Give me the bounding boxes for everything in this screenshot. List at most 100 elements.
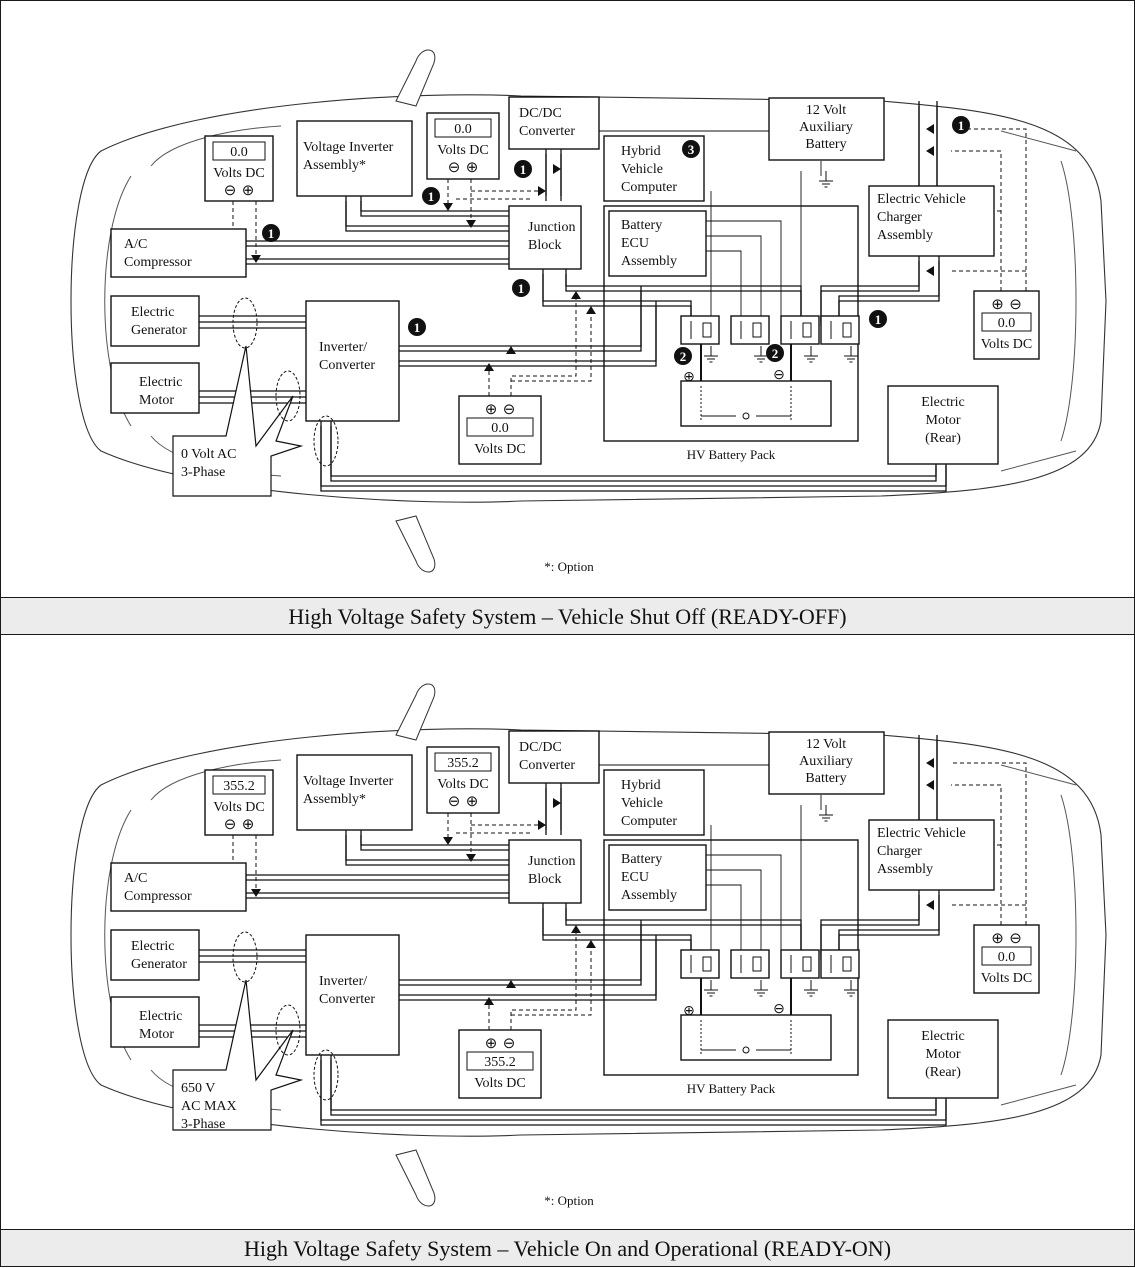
meter-probe-icon: ⊕ (242, 183, 255, 199)
ev-charger-box (868, 185, 995, 257)
rear-motor-label: Electric (921, 395, 965, 410)
inverter-converter-box (305, 300, 400, 422)
arrow-up (484, 997, 494, 1005)
arrow-left (926, 758, 934, 768)
mirror-right (395, 515, 436, 573)
signal-line (706, 220, 782, 321)
electric-motor-label: Motor (139, 393, 174, 408)
signal-line (706, 854, 782, 955)
arrow-down (443, 203, 453, 211)
battery-ecu-box (608, 210, 707, 277)
callout-number: 3 (688, 142, 695, 157)
callout-badge (408, 318, 426, 336)
relay-box (680, 315, 720, 345)
phase-label-callout (172, 979, 304, 1131)
battery-ecu-box (608, 844, 707, 911)
ev-charger-label: Charger (877, 210, 922, 225)
callout-number: 1 (268, 226, 275, 241)
option-footnote: *: Option (544, 1193, 594, 1208)
voltmeter-value-center_top: 355.2 (447, 756, 479, 771)
bus-voltage-inverter (360, 201, 509, 217)
relay-box (820, 949, 860, 979)
meter-probe-icon: ⊕ (242, 817, 255, 833)
bus-charger-pack (838, 261, 940, 326)
phase-highlight (313, 415, 339, 467)
ac-compressor-box (110, 228, 247, 278)
callout-badge (674, 347, 692, 365)
bus-rear-motor (330, 1060, 937, 1116)
arrow-down (251, 889, 261, 897)
hybrid-computer-label: Vehicle (621, 796, 663, 811)
inverter-converter-label: Inverter/ (319, 974, 367, 989)
aux-battery-label: Battery (805, 137, 846, 152)
rear-motor-box (887, 385, 999, 465)
voltmeter-value-right: 0.0 (998, 950, 1016, 965)
bus-voltage-inverter (345, 835, 509, 866)
voltmeter-unit-right: Volts DC (981, 337, 1032, 352)
bus-rear-motor (320, 1060, 947, 1126)
callout-badge (514, 160, 532, 178)
relay-coil (842, 956, 852, 972)
meter-probe-icon: ⊖ (224, 817, 237, 833)
meter-probe-icon: ⊕ (991, 297, 1004, 313)
bus-charger-pack (820, 261, 920, 326)
arrow-down (466, 220, 476, 228)
signal-line (706, 884, 742, 955)
callout-number: 1 (958, 118, 965, 133)
dcdc-converter-label: Converter (519, 758, 575, 773)
meter-probe-icon: ⊕ (466, 794, 479, 810)
hybrid-computer-box (603, 769, 705, 836)
callout-badge (952, 116, 970, 134)
callout-number: 1 (520, 162, 527, 177)
arrow-up (571, 291, 581, 299)
phase-label-callout (172, 345, 304, 497)
phase-label-text: 3-Phase (181, 1117, 225, 1132)
junction-block-box (508, 205, 582, 270)
callout-number: 2 (680, 349, 687, 364)
arrow-left (926, 124, 934, 134)
car-rear-line (1000, 130, 1077, 152)
battery-ecu-label: Battery (621, 852, 662, 867)
voltmeter-value-bottom: 0.0 (491, 421, 509, 436)
arrow-up (506, 346, 516, 354)
relay-coil (752, 322, 762, 338)
ac-compressor-label: A/C (124, 871, 147, 886)
rear-motor-label: Motor (926, 1047, 961, 1062)
voltage-inverter-label: Assembly* (303, 792, 366, 807)
dcdc-converter-box (508, 730, 600, 784)
caption-ready-off: High Voltage Safety System – Vehicle Shu… (0, 597, 1135, 635)
ev-charger-label: Electric Vehicle (877, 192, 966, 207)
electric-generator-box (110, 295, 200, 347)
bus-inverter (399, 925, 642, 986)
voltage-inverter-label: Voltage Inverter (303, 140, 394, 155)
meter-probe-icon: ⊕ (991, 931, 1004, 947)
service-plug (742, 412, 750, 420)
dcdc-converter-label: Converter (519, 124, 575, 139)
meter-probe-icon: ⊕ (466, 160, 479, 176)
voltmeter-unit-center_top: Volts DC (437, 143, 488, 158)
hybrid-computer-label: Computer (621, 814, 677, 829)
junction-block-box (508, 839, 582, 904)
signal-line (706, 235, 762, 321)
arrow-right (538, 820, 546, 830)
phase-highlight (232, 931, 258, 983)
voltmeter-display-right (981, 946, 1032, 966)
meter-probe-icon: ⊕ (485, 1036, 498, 1052)
inverter-converter-box (305, 934, 400, 1056)
aux-battery-label: 12 Volt (806, 737, 846, 752)
voltmeter-display-left (212, 775, 266, 795)
ev-charger-label: Assembly (877, 228, 933, 243)
car-body-outline (70, 728, 1107, 1137)
ev-charger-label: Charger (877, 844, 922, 859)
relay-coil (702, 322, 712, 338)
arrow-up (484, 363, 494, 371)
voltmeter-unit-bottom: Volts DC (474, 442, 525, 457)
arrow-down (466, 854, 476, 862)
dcdc-converter-label: DC/DC (519, 106, 562, 121)
meter-probe-icon: ⊕ (485, 402, 498, 418)
relay-coil (842, 322, 852, 338)
ac-compressor-label: A/C (124, 237, 147, 252)
phase-label-text: 3-Phase (181, 465, 225, 480)
